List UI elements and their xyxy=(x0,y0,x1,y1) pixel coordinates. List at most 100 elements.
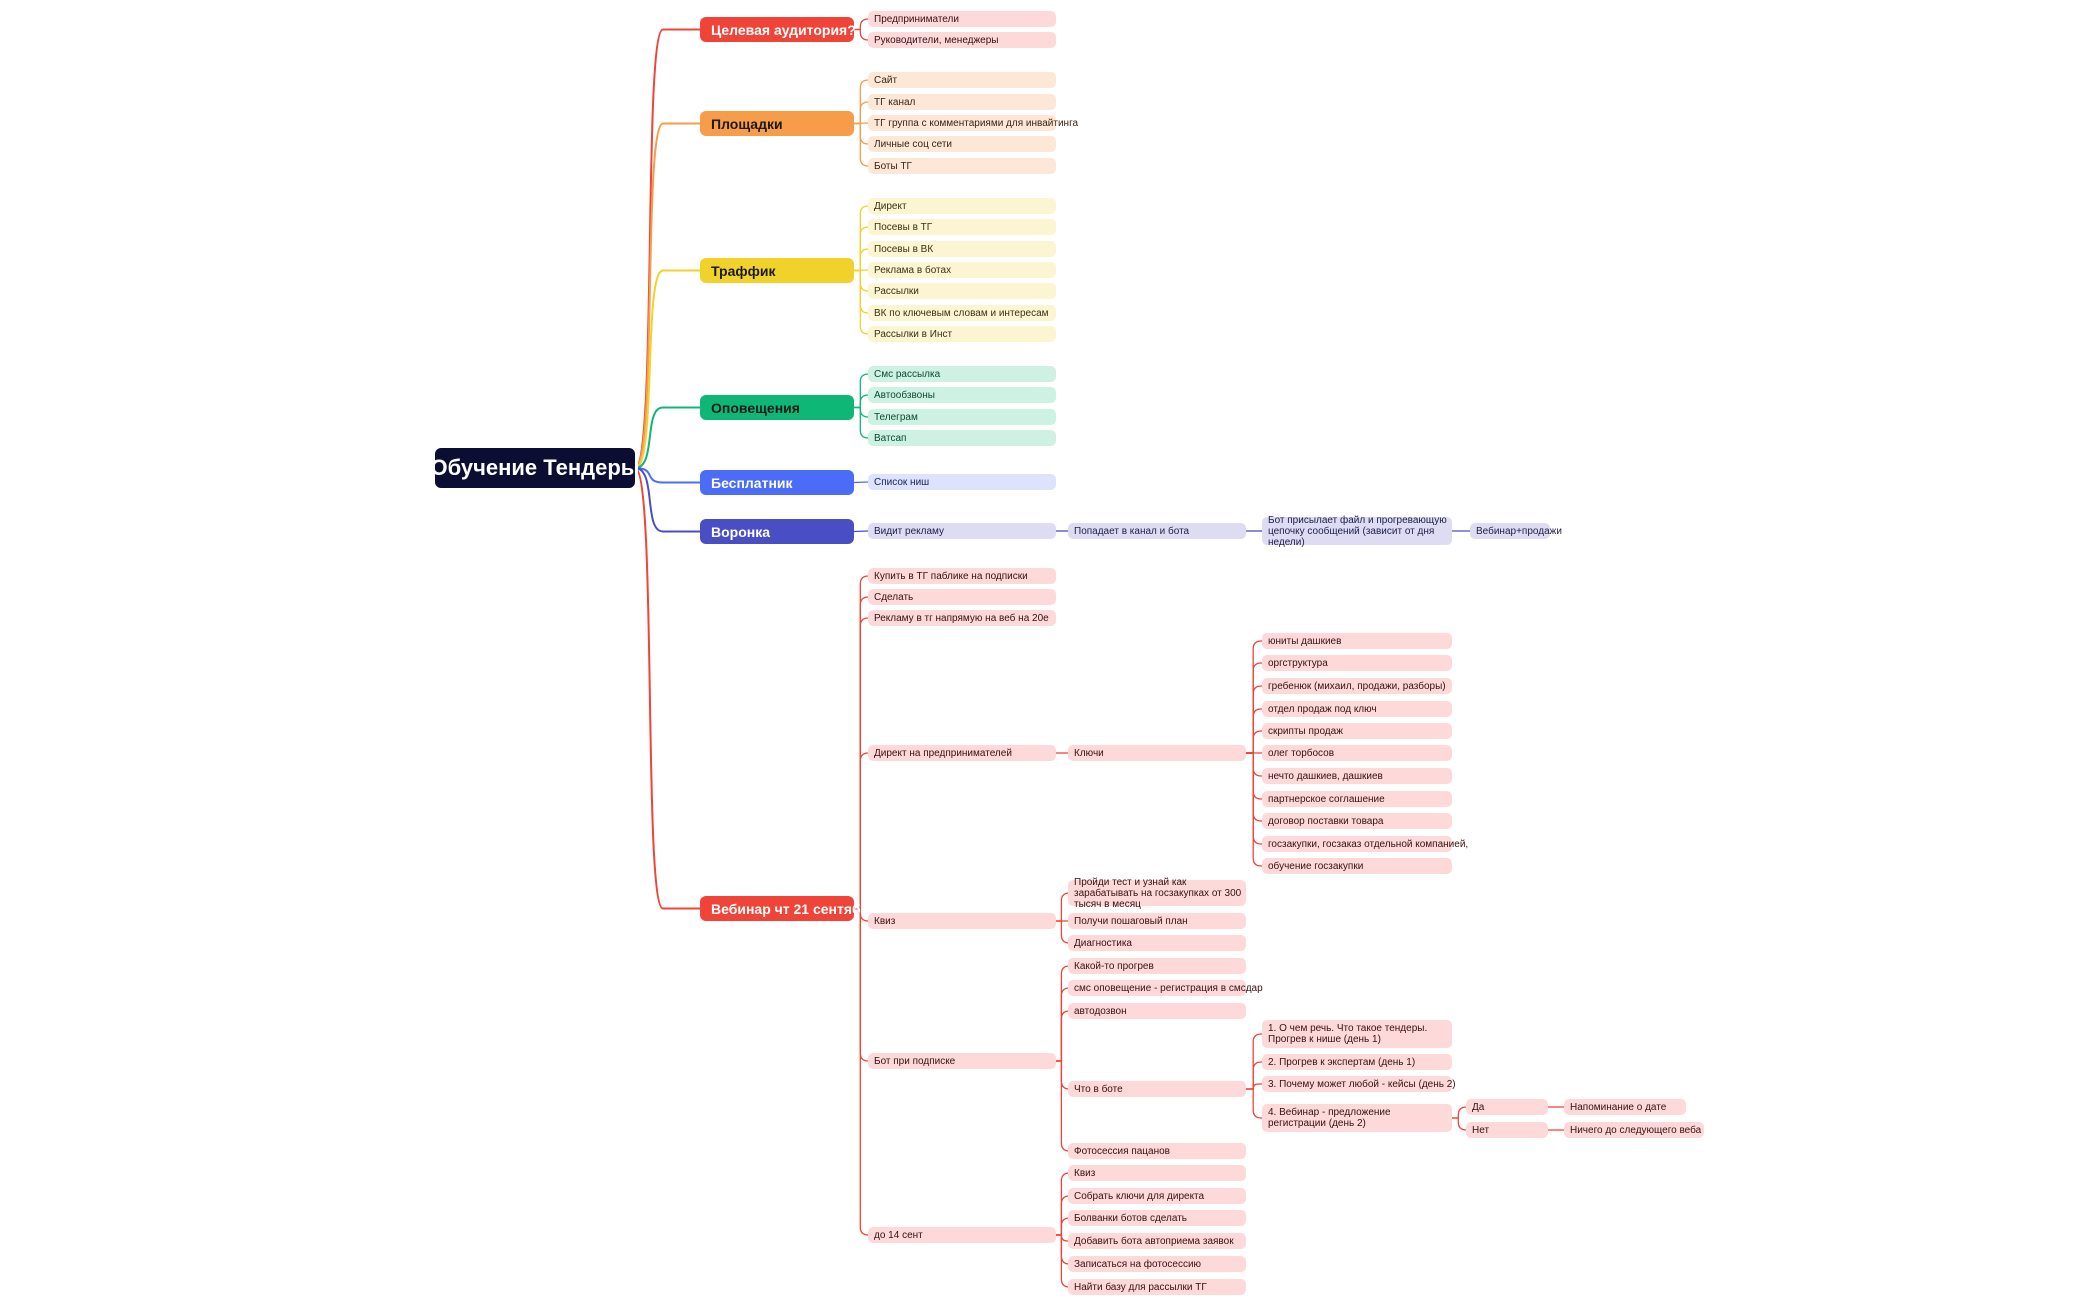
topic-список-ниш[interactable]: Список ниш xyxy=(868,474,1056,490)
topic-рассылки[interactable]: Рассылки xyxy=(868,283,1056,299)
topic-оргструктура[interactable]: оргструктура xyxy=(1262,655,1452,671)
topic-сайт[interactable]: Сайт xyxy=(868,72,1056,88)
topic-диагностика[interactable]: Диагностика xyxy=(1068,935,1246,951)
connector-line xyxy=(854,617,869,910)
connector-line xyxy=(854,907,869,1236)
topic-вк-по-ключевым-словам-и-интересам[interactable]: ВК по ключевым словам и интересам xyxy=(868,305,1056,321)
connector-line xyxy=(1056,1010,1070,1062)
topic-договор-поставки-товара[interactable]: договор поставки товара xyxy=(1262,813,1452,829)
branch-целевая-аудитория[interactable]: Целевая аудитория? xyxy=(700,17,856,42)
topic-посевы-в-вк[interactable]: Посевы в ВК xyxy=(868,241,1056,257)
topic-добавить-бота-автоприема-заявок[interactable]: Добавить бота автоприема заявок xyxy=(1068,1233,1246,1249)
topic-фотосессия-пацанов[interactable]: Фотосессия пацанов xyxy=(1068,1143,1246,1159)
topic-купить-в-тг-паблике-на-подписки[interactable]: Купить в ТГ паблике на подписки xyxy=(868,568,1056,584)
topic-ключи[interactable]: Ключи xyxy=(1068,745,1246,761)
connector-line xyxy=(854,373,869,409)
branch-connector xyxy=(634,28,700,469)
topic-юниты-дашкиев[interactable]: юниты дашкиев xyxy=(1262,633,1452,649)
connector-line xyxy=(853,481,869,484)
topic-найти-базу-для-рассылки-тг[interactable]: Найти базу для рассылки ТГ xyxy=(1068,1279,1246,1295)
topic-смс-оповещение-регистрация-в-смсдар[interactable]: смс оповещение - регистрация в смсдар xyxy=(1068,980,1263,996)
topic-квиз[interactable]: Квиз xyxy=(868,913,1056,929)
topic-гребенюк-михаил-продажи-разборы[interactable]: гребенюк (михаил, продажи, разборы) xyxy=(1262,678,1452,694)
topic-рекламу-в-тг-напрямую-на-веб-на-20е[interactable]: Рекламу в тг напрямую на веб на 20е xyxy=(868,610,1056,626)
connector-line xyxy=(854,752,869,910)
topic-какой-то-прогрев[interactable]: Какой-то прогрев xyxy=(1068,958,1246,974)
topic-олег-торбосов[interactable]: олег торбосов xyxy=(1262,745,1452,761)
topic-рассылки-в-инст[interactable]: Рассылки в Инст xyxy=(868,326,1056,342)
connector-line xyxy=(1246,752,1262,822)
topic-что-в-боте[interactable]: Что в боте xyxy=(1068,1081,1246,1097)
branch-connector xyxy=(634,406,700,469)
topic-партнерское-соглашение[interactable]: партнерское соглашение xyxy=(1262,791,1452,807)
branch-connector xyxy=(634,269,700,469)
branch-воронка[interactable]: Воронка xyxy=(700,519,854,544)
connector-line xyxy=(854,406,869,439)
topic-да[interactable]: Да xyxy=(1466,1099,1548,1115)
topic-пройди-тест-и-узнай-как-зарабатывать-на-[interactable]: Пройди тест и узнай как зарабатывать на … xyxy=(1068,877,1246,910)
topic-1-о-чем-речь-что-такое-тендеры-прогрев-к[interactable]: 1. О чем речь. Что такое тендеры. Прогре… xyxy=(1262,1020,1452,1048)
connector-line xyxy=(853,530,869,533)
topic-ничего-до-следующего-веба[interactable]: Ничего до следующего веба xyxy=(1564,1122,1704,1138)
topic-нечто-дашкиев-дашкиев[interactable]: нечто дашкиев, дашкиев xyxy=(1262,768,1452,784)
connector-line xyxy=(854,269,869,335)
branch-connector xyxy=(634,467,700,910)
root-topic[interactable]: Обучение Тендеры xyxy=(430,448,640,488)
topic-скрипты-продаж[interactable]: скрипты продаж xyxy=(1262,723,1452,739)
branch-connector xyxy=(634,467,700,484)
topic-сделать[interactable]: Сделать xyxy=(868,589,1056,605)
topic-бот-при-подписке[interactable]: Бот при подписке xyxy=(868,1053,1056,1069)
connector-line xyxy=(854,122,869,167)
connector-line xyxy=(854,101,869,125)
branch-connector xyxy=(634,122,700,469)
connector-line xyxy=(854,248,869,272)
connector-line xyxy=(1246,1088,1262,1119)
topic-автообзвоны[interactable]: Автообзвоны xyxy=(868,387,1056,403)
connector-line xyxy=(1452,1106,1467,1119)
topic-болванки-ботов-сделать[interactable]: Болванки ботов сделать xyxy=(1068,1210,1246,1226)
branch-траффик[interactable]: Траффик xyxy=(700,258,854,283)
topic-телеграм[interactable]: Телеграм xyxy=(868,409,1056,425)
topic-госзакупки-госзаказ-отдельной-компанией[interactable]: госзакупки, госзаказ отдельной компанией… xyxy=(1262,836,1468,852)
topic-отдел-продаж-под-ключ[interactable]: отдел продаж под ключ xyxy=(1262,701,1452,717)
topic-нет[interactable]: Нет xyxy=(1466,1122,1548,1138)
topic-4-вебинар-предложение-регистрации-день-2[interactable]: 4. Вебинар - предложение регистрации (де… xyxy=(1262,1104,1452,1132)
topic-директ-на-предпринимателей[interactable]: Директ на предпринимателей xyxy=(868,745,1056,761)
connector-line xyxy=(1246,1061,1262,1090)
topic-ватсап[interactable]: Ватсап xyxy=(868,430,1056,446)
topic-получи-пошаговый-план[interactable]: Получи пошаговый план xyxy=(1068,913,1246,929)
connector-line xyxy=(1246,662,1262,754)
connector-line xyxy=(854,269,869,292)
topic-3-почему-может-любой-кейсы-день-2[interactable]: 3. Почему может любой - кейсы (день 2) xyxy=(1262,1076,1456,1092)
topic-до-14-сент[interactable]: до 14 сент xyxy=(868,1227,1056,1243)
topic-руководители-менеджеры[interactable]: Руководители, менеджеры xyxy=(868,32,1056,48)
branch-площадки[interactable]: Площадки xyxy=(700,111,854,136)
connector-line xyxy=(1056,1172,1070,1236)
branch-вебинар-чт-21-сентября[interactable]: Вебинар чт 21 сентября xyxy=(700,896,877,921)
branch-бесплатник[interactable]: Бесплатник xyxy=(700,470,854,495)
topic-предприниматели[interactable]: Предприниматели xyxy=(868,11,1056,27)
topic-квиз[interactable]: Квиз xyxy=(1068,1165,1246,1181)
topic-смс-рассылка[interactable]: Смс рассылка xyxy=(868,366,1056,382)
branch-оповещения[interactable]: Оповещения xyxy=(700,395,854,420)
topic-видит-рекламу[interactable]: Видит рекламу xyxy=(868,523,1056,539)
topic-тг-канал[interactable]: ТГ канал xyxy=(868,94,1056,110)
topic-вебинар-продажи[interactable]: Вебинар+продажи xyxy=(1470,523,1562,539)
topic-2-прогрев-к-экспертам-день-1[interactable]: 2. Прогрев к экспертам (день 1) xyxy=(1262,1054,1452,1070)
topic-автодозвон[interactable]: автодозвон xyxy=(1068,1003,1246,1019)
topic-боты-тг[interactable]: Боты ТГ xyxy=(868,158,1056,174)
topic-личные-соц-сети[interactable]: Личные соц сети xyxy=(868,136,1056,152)
topic-тг-группа-с-комментариями-для-инвайтинга[interactable]: ТГ группа с комментариями для инвайтинга xyxy=(868,115,1078,131)
topic-бот-присылает-файл-и-прогревающую-цепочк[interactable]: Бот присылает файл и прогревающую цепочк… xyxy=(1262,515,1452,548)
connector-line xyxy=(854,205,869,272)
topic-посевы-в-тг[interactable]: Посевы в ТГ xyxy=(868,219,1056,235)
topic-собрать-ключи-для-директа[interactable]: Собрать ключи для директа xyxy=(1068,1188,1246,1204)
topic-напоминание-о-дате[interactable]: Напоминание о дате xyxy=(1564,1099,1686,1115)
topic-обучение-госзакупки[interactable]: обучение госзакупки xyxy=(1262,858,1452,874)
topic-директ[interactable]: Директ xyxy=(868,198,1056,214)
topic-записаться-на-фотосессию[interactable]: Записаться на фотосессию xyxy=(1068,1256,1246,1272)
topic-реклама-в-ботах[interactable]: Реклама в ботах xyxy=(868,262,1056,278)
topic-попадает-в-канал-и-бота[interactable]: Попадает в канал и бота xyxy=(1068,523,1246,539)
